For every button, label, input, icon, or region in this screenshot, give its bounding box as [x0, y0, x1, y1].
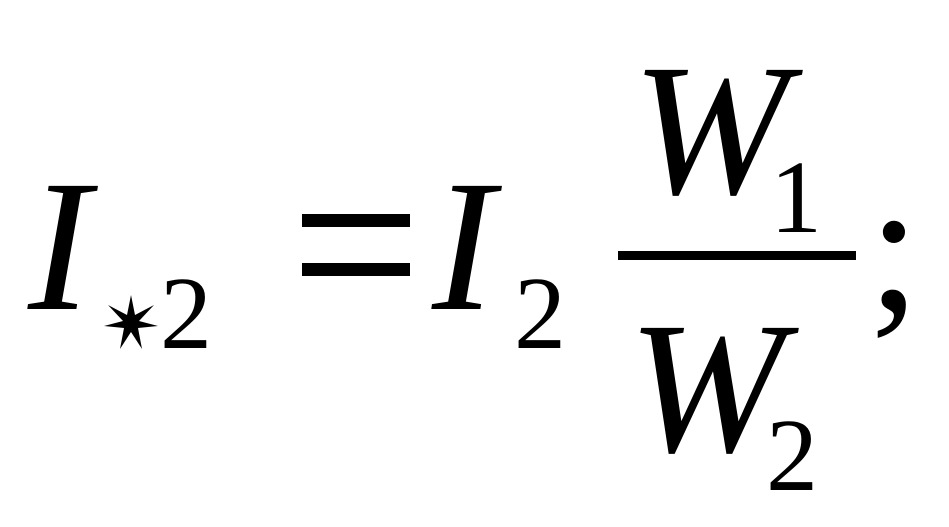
numerator-symbol: W: [632, 25, 789, 234]
star-subscript-icon: [102, 293, 160, 351]
denominator-subscript: 2: [766, 398, 818, 513]
star-icon: [104, 295, 158, 349]
lhs-current-symbol: I: [28, 141, 91, 350]
lhs-subscript: 2: [160, 256, 212, 371]
rhs-subscript: 2: [514, 256, 566, 371]
equals-sign-bottom-bar: [302, 263, 410, 276]
semicolon: ;: [868, 141, 921, 350]
numerator-subscript: 1: [770, 140, 822, 255]
denominator-symbol: W: [628, 283, 785, 492]
rhs-current-symbol: I: [432, 141, 495, 350]
equals-sign-top-bar: [302, 214, 410, 227]
fraction-bar: [618, 251, 856, 260]
